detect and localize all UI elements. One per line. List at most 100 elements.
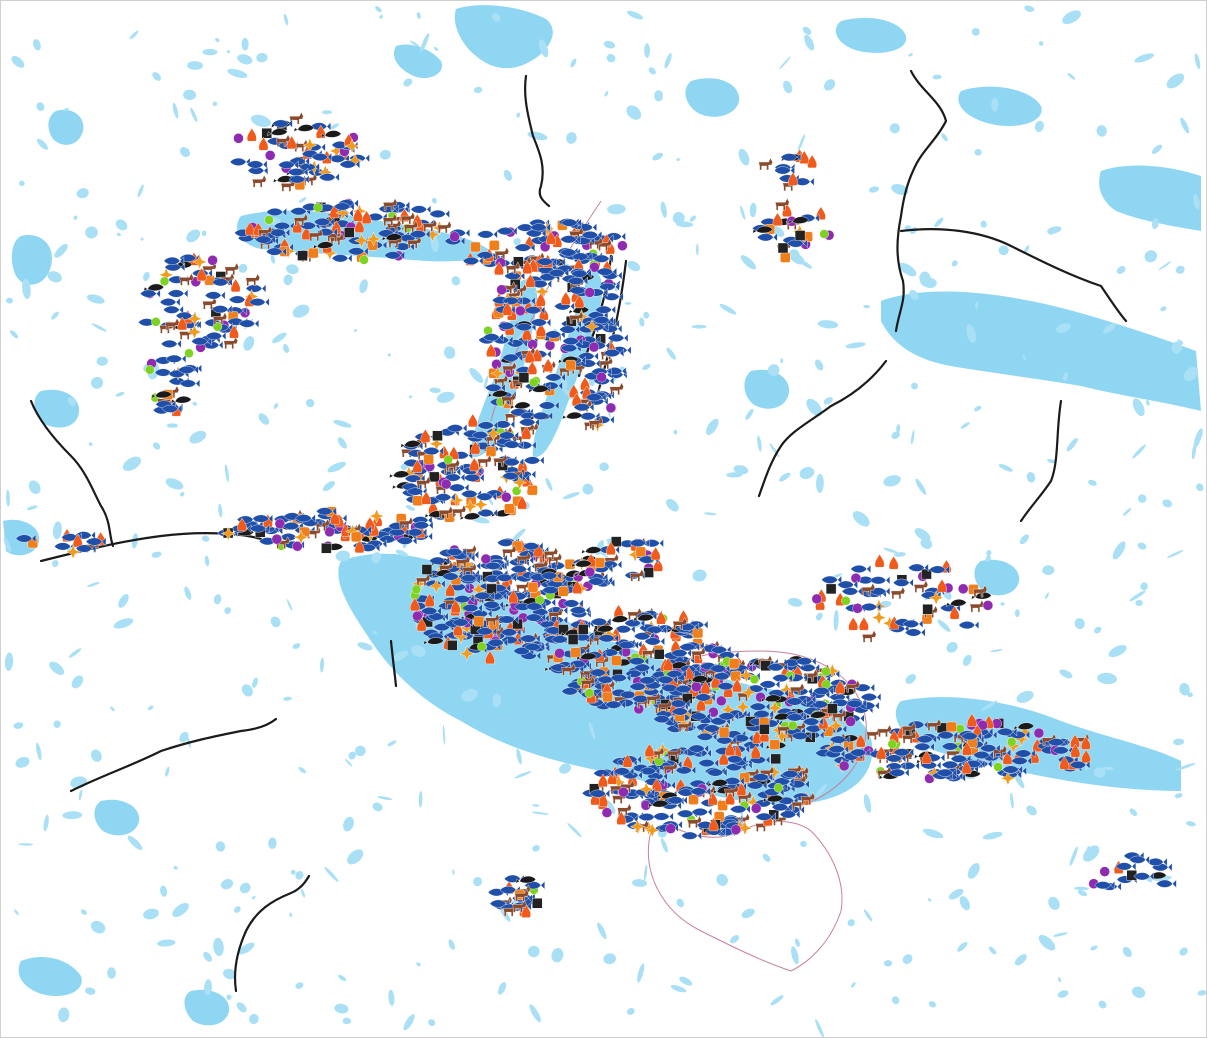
moose-icon[interactable] (1041, 733, 1057, 746)
fish-icon[interactable] (1094, 880, 1115, 890)
fish-icon[interactable] (607, 333, 629, 343)
leaf-icon[interactable] (264, 215, 274, 225)
portage-icon[interactable] (794, 230, 806, 241)
fish-icon[interactable] (295, 513, 316, 523)
bird-icon[interactable] (751, 803, 762, 814)
moose-icon[interactable] (901, 730, 917, 744)
fish-icon[interactable] (614, 624, 636, 634)
leaf-icon[interactable] (529, 377, 539, 388)
campfire-icon[interactable] (445, 582, 456, 597)
fish-icon[interactable] (191, 336, 212, 346)
campfire-icon[interactable] (230, 278, 241, 293)
fish-icon[interactable] (502, 471, 523, 481)
fish-icon[interactable] (599, 282, 620, 292)
bird-icon[interactable] (852, 603, 863, 614)
fish-icon[interactable] (767, 662, 788, 672)
campfire-icon[interactable] (543, 358, 554, 372)
beaver-icon[interactable] (752, 225, 773, 234)
campfire-icon[interactable] (521, 425, 532, 440)
fish-icon[interactable] (653, 812, 674, 821)
moose-icon[interactable] (224, 262, 239, 276)
campfire-icon[interactable] (508, 589, 519, 604)
moose-icon[interactable] (561, 663, 576, 676)
moose-icon[interactable] (803, 668, 818, 682)
campsite-icon[interactable] (728, 658, 740, 669)
campsite-icon[interactable] (485, 446, 497, 457)
sun-icon[interactable] (767, 700, 783, 716)
sun-icon[interactable] (512, 475, 528, 491)
fish-icon[interactable] (929, 565, 950, 575)
campsite-icon[interactable] (351, 531, 362, 543)
moose-icon[interactable] (890, 586, 906, 600)
sun-icon[interactable] (462, 499, 478, 515)
fish-icon[interactable] (824, 749, 845, 759)
fish-icon[interactable] (477, 508, 498, 518)
fish-icon[interactable] (908, 563, 929, 573)
campfire-icon[interactable] (353, 207, 363, 222)
campfire-icon[interactable] (424, 593, 435, 607)
campfire-icon[interactable] (560, 291, 571, 305)
fish-icon[interactable] (941, 760, 963, 770)
fish-icon[interactable] (476, 492, 497, 502)
portage-icon[interactable] (611, 536, 622, 547)
fish-icon[interactable] (331, 253, 353, 263)
sun-icon[interactable] (584, 318, 600, 334)
beaver-icon[interactable] (576, 652, 597, 661)
sun-icon[interactable] (828, 718, 844, 734)
moose-icon[interactable] (687, 815, 702, 828)
campfire-icon[interactable] (949, 605, 960, 620)
sun-icon[interactable] (65, 544, 81, 560)
sun-icon[interactable] (192, 254, 208, 270)
fish-icon[interactable] (772, 673, 793, 683)
fish-icon[interactable] (396, 536, 417, 546)
campfire-icon[interactable] (967, 713, 977, 727)
fish-icon[interactable] (477, 420, 498, 430)
campfire-icon[interactable] (301, 226, 312, 241)
fish-icon[interactable] (780, 152, 802, 162)
fish-icon[interactable] (869, 575, 891, 585)
campsite-icon[interactable] (527, 485, 538, 496)
beaver-icon[interactable] (647, 800, 669, 808)
fish-icon[interactable] (941, 741, 963, 751)
portage-icon[interactable] (486, 583, 497, 595)
campfire-icon[interactable] (962, 741, 972, 756)
leaf-icon[interactable] (477, 641, 487, 652)
fish-icon[interactable] (248, 297, 270, 307)
fish-icon[interactable] (498, 615, 519, 624)
fish-icon[interactable] (525, 228, 547, 238)
beaver-icon[interactable] (707, 779, 728, 787)
campfire-icon[interactable] (616, 811, 627, 825)
campsite-icon[interactable] (504, 503, 515, 514)
moose-icon[interactable] (663, 761, 678, 775)
fish-icon[interactable] (937, 730, 958, 740)
beaver-icon[interactable] (788, 216, 809, 225)
moose-icon[interactable] (774, 197, 790, 211)
fish-icon[interactable] (140, 289, 161, 299)
fish-icon[interactable] (15, 534, 37, 543)
leaf-icon[interactable] (819, 229, 829, 239)
fish-icon[interactable] (671, 648, 692, 658)
bird-icon[interactable] (515, 305, 526, 317)
portage-icon[interactable] (827, 703, 838, 714)
bird-icon[interactable] (480, 553, 492, 565)
campfire-icon[interactable] (848, 616, 859, 631)
fish-icon[interactable] (718, 711, 739, 721)
fish-icon[interactable] (841, 586, 863, 596)
fish-icon[interactable] (483, 332, 504, 342)
beaver-icon[interactable] (581, 546, 602, 555)
beaver-icon[interactable] (459, 512, 481, 521)
fish-icon[interactable] (675, 765, 696, 775)
fish-icon[interactable] (746, 780, 768, 790)
fish-icon[interactable] (888, 768, 910, 778)
fish-icon[interactable] (589, 668, 610, 678)
campfire-icon[interactable] (494, 261, 504, 276)
fish-icon[interactable] (633, 663, 655, 673)
sun-icon[interactable] (369, 508, 385, 524)
fish-icon[interactable] (567, 276, 588, 286)
campfire-icon[interactable] (598, 792, 608, 807)
fish-icon[interactable] (1014, 749, 1036, 758)
fish-icon[interactable] (453, 594, 475, 604)
beaver-icon[interactable] (762, 794, 784, 803)
fish-icon[interactable] (973, 750, 994, 760)
